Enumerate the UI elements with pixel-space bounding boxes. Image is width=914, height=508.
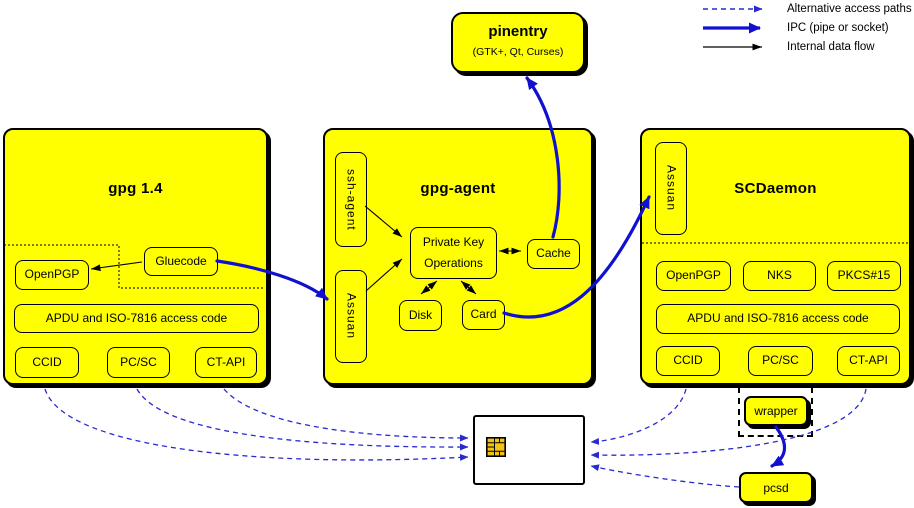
- gpg-agent-card-node: Card: [462, 300, 505, 330]
- gpg-agent-private-key-operations-node: Private Key Operations: [410, 227, 497, 279]
- legend-label-ipc: IPC (pipe or socket): [787, 22, 889, 34]
- assuan-label: Assuan: [664, 165, 679, 212]
- alt-gpg14-ctapi-to-card: [223, 388, 469, 442]
- alt-scdaemon-ccid-to-card: [590, 388, 687, 445]
- gpg14-title: gpg 1.4: [108, 180, 163, 197]
- gpg14-ccid-node: CCID: [15, 347, 79, 378]
- scdaemon-pkcs15-node: PKCS#15: [827, 261, 901, 291]
- pcsd-box: pcsd: [739, 472, 813, 503]
- pinentry-subtitle: (GTK+, Qt, Curses): [472, 46, 564, 58]
- assuan-label: Assuan: [344, 293, 359, 340]
- gpg14-openpgp-node: OpenPGP: [15, 260, 89, 290]
- alt-scdaemon-ctapi-to-card: [590, 388, 867, 459]
- alt-gpg14-ccid-to-card: [44, 388, 469, 461]
- legend-label-alternative: Alternative access paths: [787, 3, 912, 15]
- legend-label-internal: Internal data flow: [787, 41, 875, 53]
- smartcard-chip-icon: [486, 437, 506, 457]
- gpg-agent-module: gpg-agent ssh-agent Assuan Private Key O…: [323, 128, 593, 385]
- gpg14-apdu-node: APDU and ISO-7816 access code: [14, 304, 259, 333]
- gpg-agent-title: gpg-agent: [420, 180, 496, 197]
- scdaemon-pcsc-node: PC/SC: [748, 346, 813, 376]
- pinentry-title: pinentry: [488, 23, 548, 40]
- gpg-agent-ssh-agent-node: ssh-agent: [335, 152, 367, 247]
- pinentry-box: pinentry (GTK+, Qt, Curses): [451, 12, 585, 73]
- alt-pcsd-to-card: [590, 464, 740, 488]
- gpg-agent-disk-node: Disk: [399, 300, 442, 331]
- scdaemon-ccid-node: CCID: [656, 346, 720, 376]
- scdaemon-ctapi-node: CT-API: [837, 346, 900, 376]
- ssh-agent-label: ssh-agent: [344, 168, 359, 231]
- gpg14-ctapi-node: CT-API: [195, 347, 257, 378]
- gpg-agent-cache-node: Cache: [527, 239, 580, 269]
- pko-line1: Private Key: [422, 234, 485, 249]
- gpg14-pcsc-node: PC/SC: [107, 347, 170, 378]
- gpg14-gluecode-node: Gluecode: [144, 247, 218, 276]
- scdaemon-module: SCDaemon Assuan OpenPGP NKS PKCS#15 APDU…: [640, 128, 911, 385]
- scdaemon-apdu-node: APDU and ISO-7816 access code: [656, 304, 900, 334]
- scdaemon-assuan-node: Assuan: [655, 142, 687, 235]
- scdaemon-title: SCDaemon: [734, 180, 817, 197]
- scdaemon-openpgp-node: OpenPGP: [656, 261, 731, 291]
- pko-line2: Operations: [424, 256, 483, 270]
- smartcard: [473, 415, 585, 485]
- gpg-agent-assuan-node: Assuan: [335, 270, 367, 363]
- alt-gpg14-pcsc-to-card: [136, 388, 469, 451]
- scdaemon-nks-node: NKS: [743, 261, 816, 291]
- gpg14-module: gpg 1.4 OpenPGP Gluecode APDU and ISO-78…: [3, 128, 268, 385]
- wrapper-box: wrapper: [744, 396, 808, 426]
